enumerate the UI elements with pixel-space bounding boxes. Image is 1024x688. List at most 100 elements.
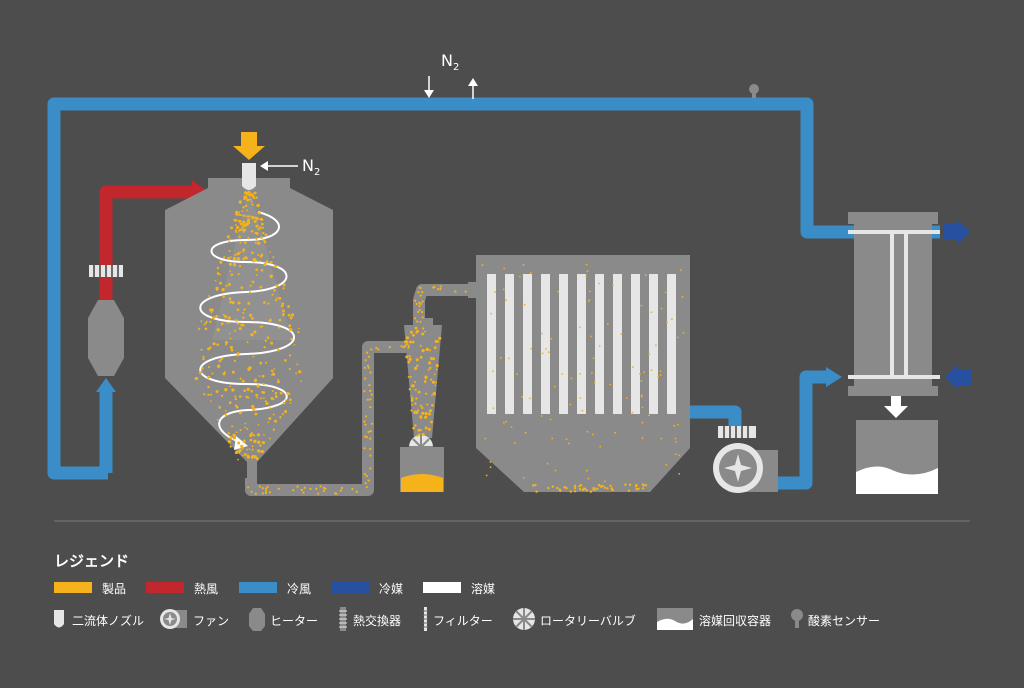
product-particle (268, 416, 272, 421)
product-particle (585, 263, 588, 266)
product-particle (236, 352, 240, 356)
product-particle (267, 302, 270, 305)
product-particle (269, 260, 273, 264)
product-particle (265, 361, 267, 364)
product-particle (644, 484, 648, 487)
product-particle (503, 267, 505, 270)
product-particle (284, 410, 288, 414)
product-particle (242, 205, 245, 209)
product-particle (248, 291, 251, 294)
product-particle (421, 291, 424, 294)
product-particle (247, 237, 250, 240)
product-particle (587, 300, 590, 303)
product-particle (628, 483, 632, 486)
product-particle (246, 448, 249, 451)
product-particle (259, 285, 263, 289)
product-particle (648, 353, 651, 355)
product-particle (236, 322, 240, 325)
product-particle (216, 266, 220, 270)
product-particle (556, 486, 559, 490)
product-particle (641, 437, 644, 440)
product-particle (268, 491, 272, 494)
product-particle (439, 285, 442, 288)
product-particle (242, 311, 245, 314)
product-particle (428, 361, 432, 365)
product-particle (432, 286, 435, 289)
legend-label-solvent-recovery-vessel: 溶媒回収容器 (699, 614, 772, 628)
spiral-arrow (234, 436, 248, 450)
product-particle (241, 454, 244, 457)
product-particle (254, 378, 258, 382)
product-particle (419, 320, 422, 323)
product-particle (253, 197, 256, 200)
product-particle (417, 428, 421, 432)
product-particle (369, 437, 372, 440)
product-particle (207, 375, 211, 379)
product-particle (269, 407, 272, 410)
product-particle (407, 346, 410, 349)
product-particle (253, 191, 257, 195)
product-particle (421, 310, 424, 314)
product-particle (245, 196, 248, 199)
product-particle (415, 397, 418, 400)
fan (713, 443, 778, 493)
product-particle (640, 304, 643, 307)
product-particle (238, 200, 242, 204)
product-particle (429, 349, 432, 352)
product-particle (227, 432, 230, 435)
product-particle (438, 336, 442, 340)
product-particle (264, 233, 268, 237)
legend-label-hot-air: 熱風 (194, 582, 219, 596)
product-particle (425, 392, 428, 395)
product-particle (369, 389, 372, 392)
product-particle (219, 281, 222, 285)
product-particle (364, 482, 367, 485)
product-particle (265, 401, 269, 405)
product-particle (251, 445, 254, 448)
product-particle (364, 377, 367, 380)
product-particle (220, 394, 224, 397)
product-particle (568, 442, 570, 445)
product-particle (614, 431, 617, 434)
product-particle (246, 191, 250, 194)
product-particle (415, 410, 419, 415)
product-particle (255, 274, 258, 276)
product-particle (579, 326, 581, 329)
product-particle (599, 485, 602, 488)
product-particle (502, 288, 505, 291)
product-particle (243, 389, 246, 392)
product-particle (246, 341, 249, 344)
product-particle (424, 330, 426, 333)
product-particle (414, 326, 418, 330)
product-particle (648, 414, 650, 417)
product-particle (229, 300, 233, 304)
filter-bags (487, 274, 676, 414)
product-particle (240, 228, 243, 231)
product-particle (490, 312, 493, 315)
cool-air-arrow-return (826, 367, 842, 387)
product-particle (242, 220, 246, 224)
product-particle (207, 385, 210, 389)
product-particle (274, 391, 278, 395)
product-particle (197, 327, 201, 330)
product-particle (253, 330, 257, 334)
product-particle (370, 348, 373, 351)
product-particle (464, 290, 467, 293)
product-particle (427, 368, 430, 371)
product-particle (261, 441, 265, 445)
n2-nozzle-arrowhead (260, 161, 268, 171)
product-particle (620, 333, 623, 336)
product-particle (235, 354, 238, 357)
product-particle (421, 316, 424, 319)
product-particle (421, 348, 425, 353)
product-particle (251, 404, 255, 408)
product-particle (221, 288, 225, 292)
product-particle (366, 398, 369, 401)
product-particle (367, 355, 370, 358)
product-particle (435, 363, 439, 368)
product-particle (274, 299, 278, 302)
product-particle (235, 319, 238, 322)
product-particle (242, 316, 245, 319)
product-particle (302, 491, 305, 494)
product-particle (256, 204, 259, 207)
